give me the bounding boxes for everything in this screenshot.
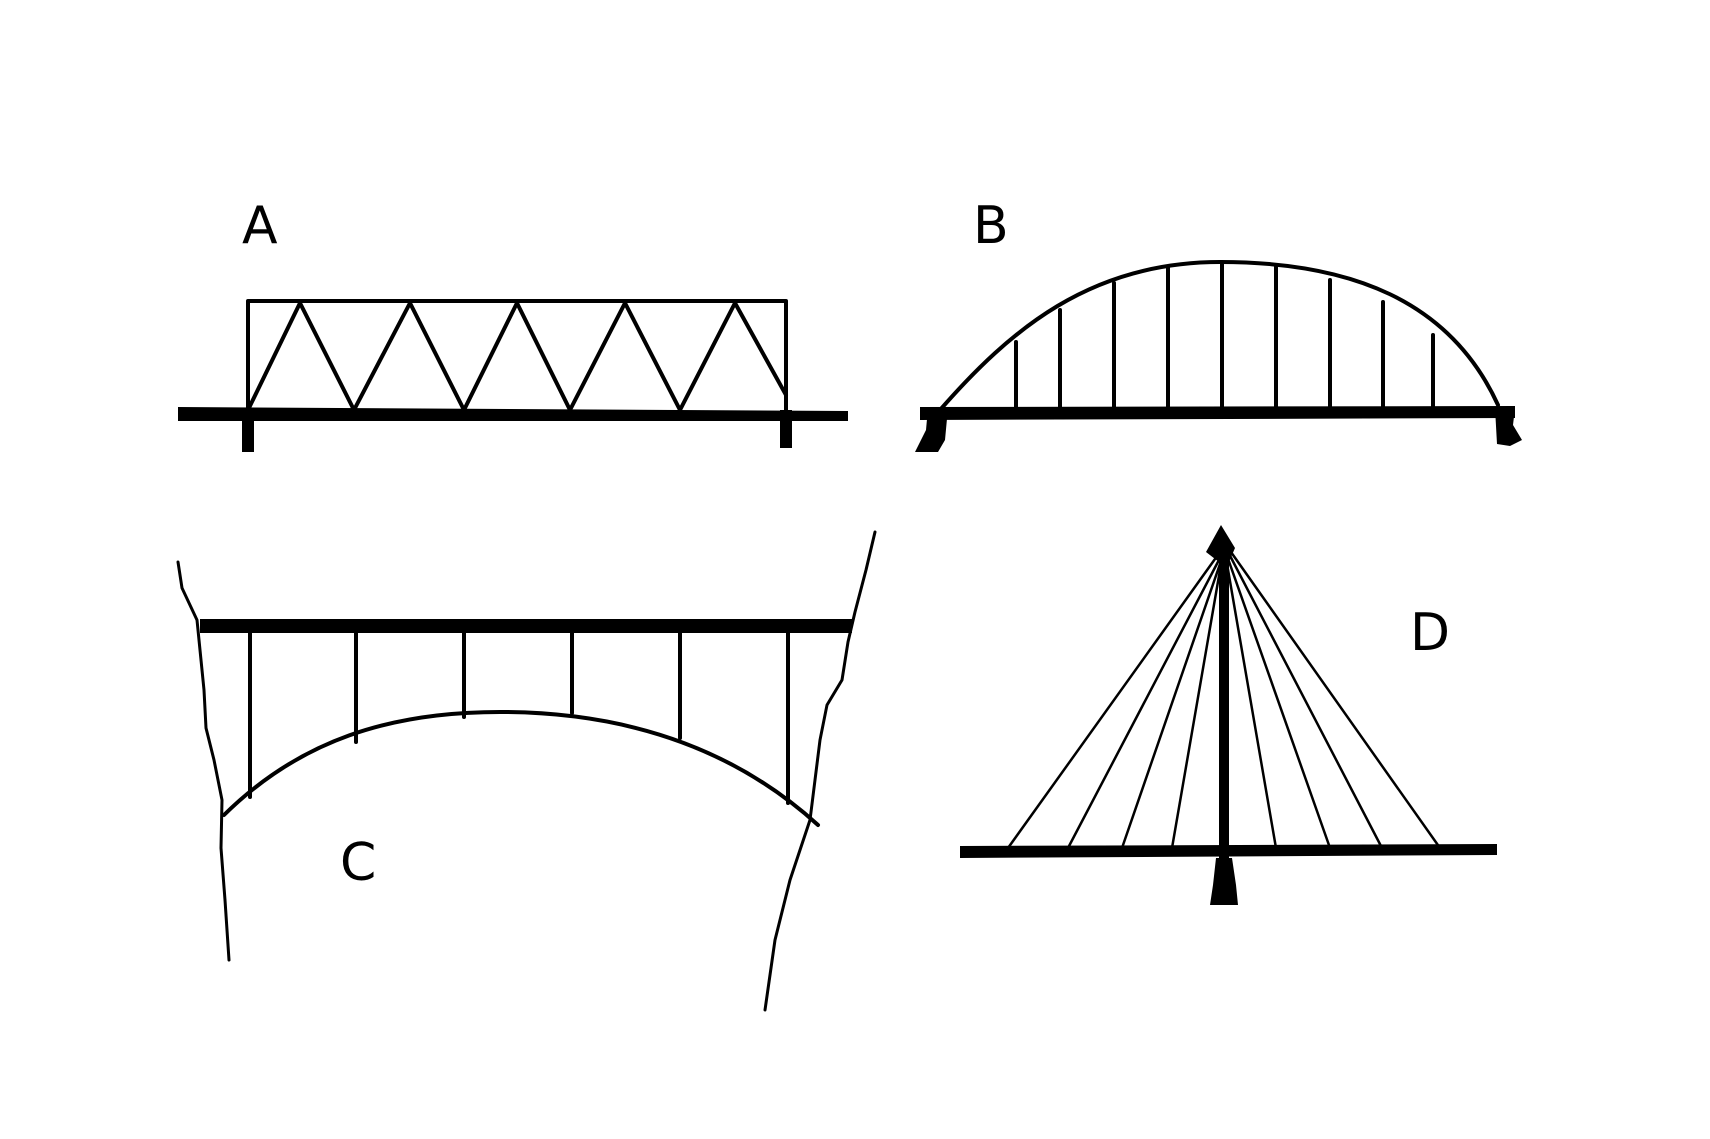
arch-hangers xyxy=(1014,260,1435,410)
truss-deck xyxy=(178,407,848,421)
gorge-right-wall xyxy=(763,530,877,1012)
panel-label-c: C xyxy=(340,833,376,893)
panel-label-d: D xyxy=(1410,603,1450,663)
panel-d-cable-stayed-bridge: D xyxy=(960,525,1497,905)
arch-curve xyxy=(938,260,1500,412)
panel-label-a: A xyxy=(242,196,278,256)
panel-c-deck-arch-bridge: C xyxy=(176,530,877,1012)
truss-web-members xyxy=(246,301,788,412)
arch-right-abutment xyxy=(1495,408,1522,446)
panel-a-truss-bridge: A xyxy=(178,196,848,452)
cable-stayed-tower xyxy=(1206,525,1235,860)
cable-stayed-pier xyxy=(1210,858,1238,905)
deck-arch-curve xyxy=(222,710,820,827)
gorge-left-wall xyxy=(176,560,231,962)
deck-arch-columns xyxy=(248,630,790,805)
truss-left-support xyxy=(242,410,254,452)
deck-arch-deck xyxy=(200,619,852,633)
truss-right-support xyxy=(780,410,792,448)
arch-deck xyxy=(920,406,1515,420)
arch-left-abutment xyxy=(915,408,948,452)
panel-b-arch-bridge: B xyxy=(915,196,1522,452)
cable-stayed-cables xyxy=(1006,543,1442,850)
panel-label-b: B xyxy=(973,196,1009,256)
